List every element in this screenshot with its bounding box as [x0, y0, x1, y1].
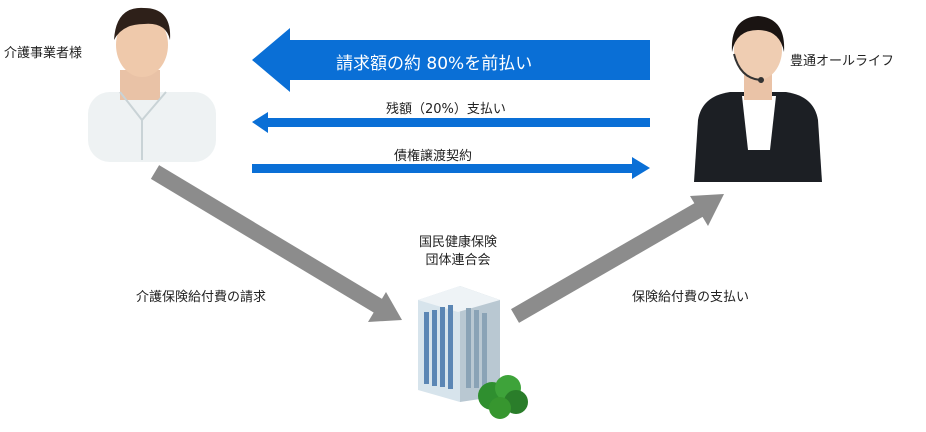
- company-label: 豊通オールライフ: [790, 54, 895, 69]
- payout-arrow: [510, 194, 724, 323]
- balance-arrow: [252, 112, 650, 133]
- union-building: [418, 286, 528, 419]
- union-label-line2: 団体連合会: [425, 253, 491, 268]
- payout-label: 保険給付費の支払い: [632, 290, 750, 305]
- provider-label: 介護事業者様: [4, 46, 83, 61]
- claim-label: 介護保険給付費の請求: [136, 290, 267, 305]
- assignment-arrow: [252, 157, 650, 179]
- provider-photo: [88, 7, 216, 162]
- claim-arrow: [150, 165, 402, 322]
- union-label-line1: 国民健康保険: [418, 235, 497, 250]
- advance-label: 請求額の約 80%を前払い: [336, 54, 533, 74]
- balance-label: 残額（20%）支払い: [386, 102, 506, 117]
- assignment-label: 債権譲渡契約: [394, 149, 473, 164]
- advance-arrow: [252, 28, 650, 92]
- operator-photo: [694, 16, 822, 182]
- tree-icon: [478, 375, 528, 419]
